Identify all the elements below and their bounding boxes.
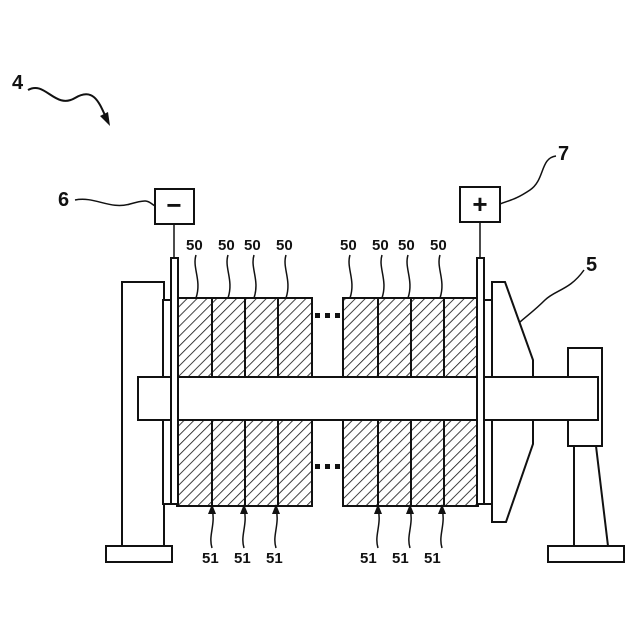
- positive-terminal-post: [477, 258, 484, 504]
- label-assembly-4: 4: [12, 72, 24, 94]
- leader-negative-terminal-6: [75, 199, 155, 206]
- left-stand-base: [106, 546, 172, 562]
- cell-labels-top: 50 50 50 50 50 50 50 50: [186, 237, 447, 254]
- positive-symbol: +: [472, 189, 487, 219]
- cell-label-51: 51: [392, 550, 409, 567]
- cell-label-50: 50: [276, 237, 293, 254]
- label-positive-terminal-7: 7: [558, 143, 569, 165]
- cell-label-50: 50: [372, 237, 389, 254]
- right-stand-leg: [574, 446, 608, 546]
- central-shaft: [138, 377, 598, 420]
- cell-label-51: 51: [360, 550, 377, 567]
- leader-positive-terminal-7: [500, 156, 556, 204]
- cell-label-51: 51: [202, 550, 219, 567]
- leader-assembly-4-arrowhead: [100, 112, 110, 126]
- cell-label-51: 51: [266, 550, 283, 567]
- negative-symbol: −: [166, 190, 181, 220]
- cell-label-51: 51: [234, 550, 251, 567]
- cell-label-51: 51: [424, 550, 441, 567]
- cell-label-50: 50: [398, 237, 415, 254]
- label-negative-terminal-6: 6: [58, 189, 69, 211]
- cell-label-50: 50: [244, 237, 261, 254]
- cell-label-50: 50: [340, 237, 357, 254]
- cell-label-50: 50: [186, 237, 203, 254]
- cell-label-50: 50: [430, 237, 447, 254]
- cell-leaders-bottom: [208, 504, 446, 548]
- cell-leaders-top: [195, 255, 442, 298]
- right-stand-base: [548, 546, 624, 562]
- cell-labels-bottom: 51 51 51 51 51 51: [202, 550, 441, 567]
- continuation-dots-top: [315, 313, 340, 318]
- label-shaft-5: 5: [586, 254, 597, 276]
- leader-shaft-5: [520, 270, 584, 322]
- cell-label-50: 50: [218, 237, 235, 254]
- negative-terminal-post: [171, 258, 178, 504]
- leader-assembly-4: [28, 88, 108, 122]
- continuation-dots-bottom: [315, 464, 340, 469]
